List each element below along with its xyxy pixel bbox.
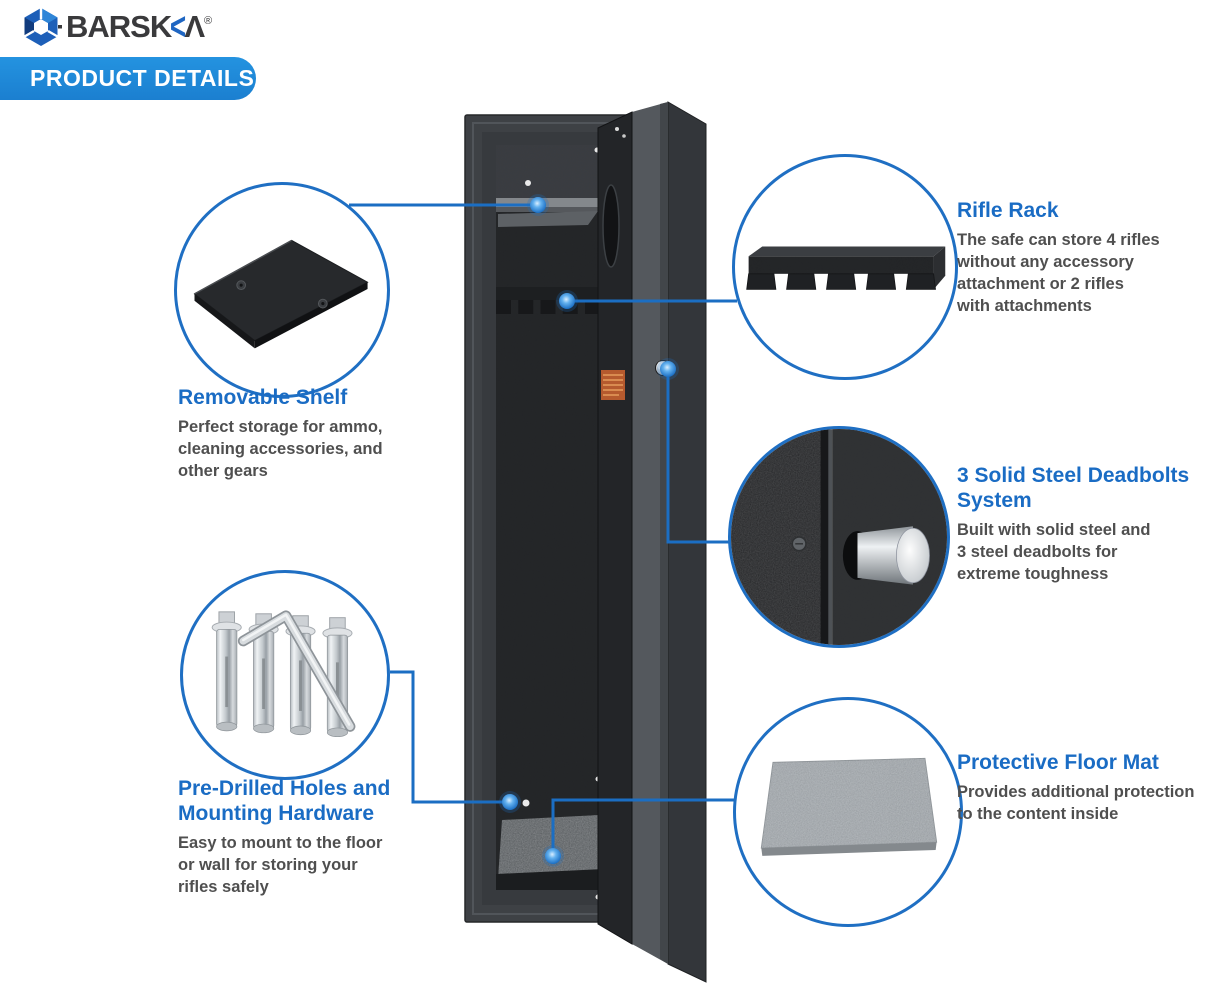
brand-suffix: Λ xyxy=(184,9,205,44)
callout-rifle-rack: Rifle Rack The safe can store 4 rifles w… xyxy=(957,198,1209,317)
product-details-banner: PRODUCT DETAILS xyxy=(0,57,256,100)
floor-mat-bubble xyxy=(733,697,963,927)
callout-description: Easy to mount to the floor or wall for s… xyxy=(178,834,383,896)
callout-anchor-dots xyxy=(499,194,679,867)
callout-mounting-hardware: Pre-Drilled Holes and Mounting Hardware … xyxy=(178,776,430,898)
deadbolt-closeup-illustration xyxy=(731,429,947,645)
anchor-bolts-hex-key-illustration xyxy=(211,610,356,738)
deadbolt-bubble xyxy=(728,426,950,648)
removable-shelf-illustration xyxy=(193,239,369,349)
registered-trademark: ® xyxy=(204,15,212,27)
mounting-hardware-bubble xyxy=(180,570,390,780)
brand-name: BARSK<Λ® xyxy=(66,5,212,49)
callout-description: Provides additional protection to the co… xyxy=(957,783,1195,823)
callout-description: Built with solid steel and 3 steel deadb… xyxy=(957,521,1151,583)
callout-title: Rifle Rack xyxy=(957,199,1059,222)
rifle-rack-illustration xyxy=(746,246,946,290)
barska-aperture-icon xyxy=(23,8,62,46)
callout-description: The safe can store 4 rifles without any … xyxy=(957,231,1160,315)
callout-title: Protective Floor Mat xyxy=(957,751,1159,774)
floor-mat-illustration xyxy=(760,757,938,856)
callout-floor-mat: Protective Floor Mat Provides additional… xyxy=(957,750,1214,825)
gun-safe-open-door-illustration xyxy=(464,101,707,983)
brand-logo: BARSK<Λ® xyxy=(20,5,212,49)
hex-key xyxy=(237,610,356,732)
callout-title: Pre-Drilled Holes and Mounting Hardware xyxy=(178,777,391,825)
removable-shelf-bubble xyxy=(174,182,390,398)
callout-deadbolts: 3 Solid Steel Deadbolts System Built wit… xyxy=(957,463,1213,585)
callout-removable-shelf: Removable Shelf Perfect storage for ammo… xyxy=(178,385,428,482)
callout-title: 3 Solid Steel Deadbolts System xyxy=(957,464,1190,512)
brand-chevron: < xyxy=(170,4,186,49)
brand-prefix: BARSK xyxy=(66,9,172,44)
rifle-rack-bubble xyxy=(732,154,958,380)
callout-title: Removable Shelf xyxy=(178,386,348,409)
callout-description: Perfect storage for ammo, cleaning acces… xyxy=(178,418,383,480)
